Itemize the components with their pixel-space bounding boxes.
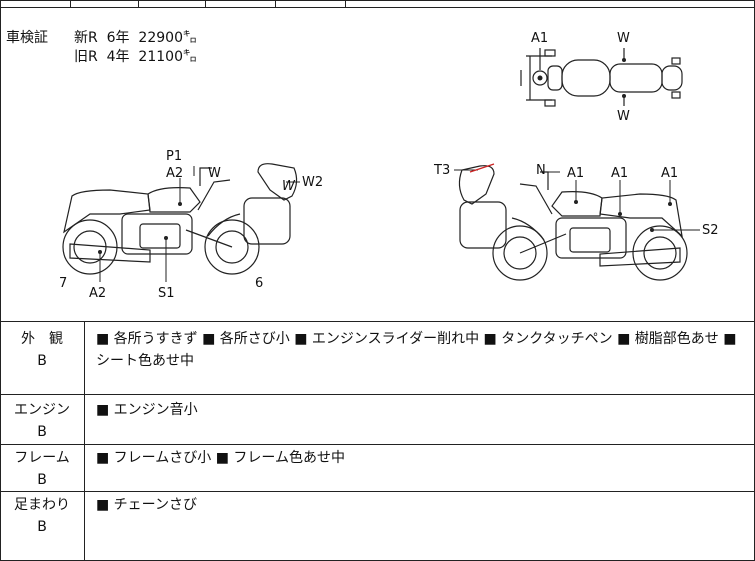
inspection-label: 車検証 bbox=[6, 30, 48, 46]
top-label-w-lower: W bbox=[617, 109, 630, 124]
section-grade-frame: B bbox=[37, 472, 47, 488]
table-column-divider bbox=[84, 321, 85, 561]
right-view-motorcycle bbox=[458, 165, 688, 281]
section-heading-frame: フレーム bbox=[14, 450, 70, 466]
inspection-new: 新R 6年 22900㌔ bbox=[74, 30, 197, 46]
right-label-s2: S2 bbox=[702, 223, 719, 238]
left-label-a2-upper: A2 bbox=[166, 166, 183, 181]
section-text-frame: ■ フレームさび小 ■ フレーム色あせ中 bbox=[96, 450, 345, 466]
header-divider bbox=[70, 0, 71, 7]
right-label-a1-1: A1 bbox=[567, 166, 584, 181]
header-divider bbox=[275, 0, 276, 7]
callout-lines bbox=[99, 166, 700, 282]
left-label-w: W bbox=[208, 166, 221, 181]
row-border bbox=[0, 444, 755, 445]
top-view-motorcycle bbox=[520, 48, 683, 107]
left-label-p1: P1 bbox=[166, 149, 182, 164]
right-label-t3: T3 bbox=[433, 163, 450, 178]
section-heading-suspension: 足まわり bbox=[14, 497, 70, 513]
left-label-7: 7 bbox=[59, 276, 67, 291]
left-view-motorcycle bbox=[62, 163, 298, 275]
right-label-n: N bbox=[536, 163, 546, 178]
header-divider bbox=[138, 0, 139, 7]
red-scratch-mark bbox=[469, 163, 495, 173]
header-row-bottom-border bbox=[0, 7, 755, 8]
row-border bbox=[0, 394, 755, 395]
red-w-mark: W bbox=[282, 179, 296, 194]
section-text-suspension: ■ チェーンさび bbox=[96, 497, 197, 513]
right-label-a1-2: A1 bbox=[611, 166, 628, 181]
top-label-w-upper: W bbox=[617, 31, 630, 46]
inspection-old: 旧R 4年 21100㌔ bbox=[74, 49, 197, 65]
header-divider bbox=[345, 0, 346, 7]
damage-markers bbox=[98, 58, 672, 254]
left-label-a2-lower: A2 bbox=[89, 286, 106, 301]
header-divider bbox=[205, 0, 206, 7]
section-text-engine: ■ エンジン音小 bbox=[96, 402, 198, 418]
section-grade-exterior: B bbox=[37, 353, 47, 369]
section-grade-engine: B bbox=[37, 424, 47, 440]
section-text-exterior: ■ 各所うすきず ■ 各所さび小 ■ エンジンスライダー削れ中 ■ タンクタッチ… bbox=[96, 331, 737, 369]
section-heading-exterior: 外 観 bbox=[21, 331, 63, 347]
table-top-border bbox=[0, 321, 755, 322]
left-label-6: 6 bbox=[255, 276, 263, 291]
left-label-s1: S1 bbox=[158, 286, 175, 301]
section-grade-suspension: B bbox=[37, 519, 47, 535]
left-label-w2: W2 bbox=[302, 175, 323, 190]
top-label-a1: A1 bbox=[531, 31, 548, 46]
row-border bbox=[0, 491, 755, 492]
motorcycle-diagrams: W A1 W W P1 A2 W W2 7 A2 S1 6 T3 N A1 A1… bbox=[59, 31, 719, 301]
section-heading-engine: エンジン bbox=[14, 402, 70, 418]
right-label-a1-3: A1 bbox=[661, 166, 678, 181]
